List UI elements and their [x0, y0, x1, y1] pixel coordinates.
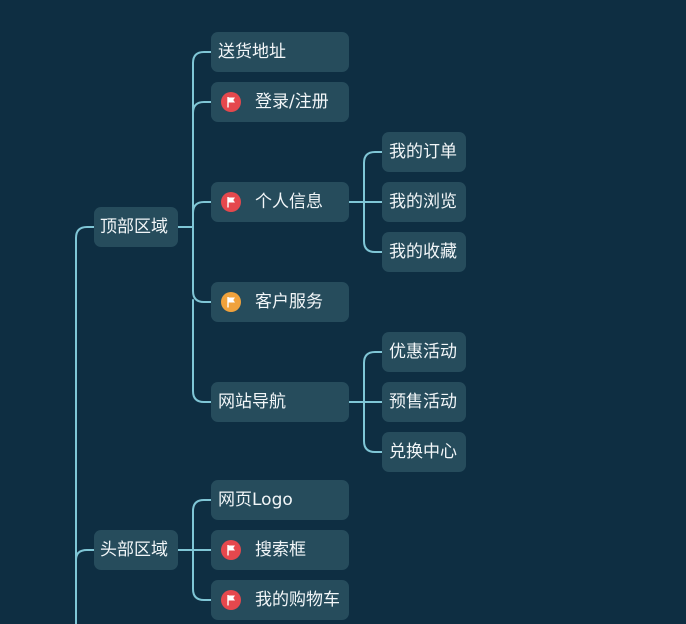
- node-label: 网页Logo: [218, 490, 293, 510]
- node-my-browse[interactable]: 我的浏览: [382, 182, 466, 222]
- connector-root-header: [75, 549, 95, 561]
- node-label: 头部区域: [100, 540, 168, 560]
- node-exchange[interactable]: 兑换中心: [382, 432, 466, 472]
- node-logo[interactable]: 网页Logo: [211, 480, 349, 520]
- connector-personal-orders: [363, 151, 383, 203]
- node-login[interactable]: 登录/注册: [211, 82, 349, 122]
- node-promo[interactable]: 优惠活动: [382, 332, 466, 372]
- flag-icon: [221, 590, 241, 610]
- node-label: 我的收藏: [389, 242, 457, 262]
- flag-icon: [221, 92, 241, 112]
- node-address[interactable]: 送货地址: [211, 32, 349, 72]
- node-cart[interactable]: 我的购物车: [211, 580, 349, 620]
- node-customer-service[interactable]: 客户服务: [211, 282, 349, 322]
- node-top-area[interactable]: 顶部区域: [94, 207, 178, 247]
- node-label: 送货地址: [218, 42, 286, 62]
- node-label: 个人信息: [255, 192, 323, 212]
- node-label: 搜索框: [255, 540, 306, 560]
- connector-top-login: [192, 101, 212, 114]
- node-personal-info[interactable]: 个人信息: [211, 182, 349, 222]
- connector-header-logo: [192, 499, 212, 551]
- node-header-area[interactable]: 头部区域: [94, 530, 178, 570]
- node-label: 优惠活动: [389, 342, 457, 362]
- connector-header-cart: [192, 549, 212, 601]
- node-my-favorites[interactable]: 我的收藏: [382, 232, 466, 272]
- connector-top-nav: [192, 299, 212, 403]
- connector-top-address: [192, 51, 212, 228]
- node-label: 顶部区域: [100, 217, 168, 237]
- flag-icon: [221, 540, 241, 560]
- node-label: 我的浏览: [389, 192, 457, 212]
- node-label: 登录/注册: [255, 92, 329, 112]
- node-label: 我的购物车: [255, 590, 340, 610]
- connector-nav-promo: [363, 351, 383, 403]
- node-my-orders[interactable]: 我的订单: [382, 132, 466, 172]
- connector-root-top: [75, 226, 95, 624]
- node-presale[interactable]: 预售活动: [382, 382, 466, 422]
- node-label: 客户服务: [255, 292, 323, 312]
- node-site-nav[interactable]: 网站导航: [211, 382, 349, 422]
- node-label: 我的订单: [389, 142, 457, 162]
- connector-top-service: [192, 226, 212, 303]
- connector-personal-favorites: [363, 201, 383, 253]
- flag-icon: [221, 292, 241, 312]
- connector-nav-exchange: [363, 401, 383, 453]
- node-label: 兑换中心: [389, 442, 457, 462]
- node-search[interactable]: 搜索框: [211, 530, 349, 570]
- flag-icon: [221, 192, 241, 212]
- node-label: 预售活动: [389, 392, 457, 412]
- node-label: 网站导航: [218, 392, 286, 412]
- connector-top-personal: [192, 201, 212, 214]
